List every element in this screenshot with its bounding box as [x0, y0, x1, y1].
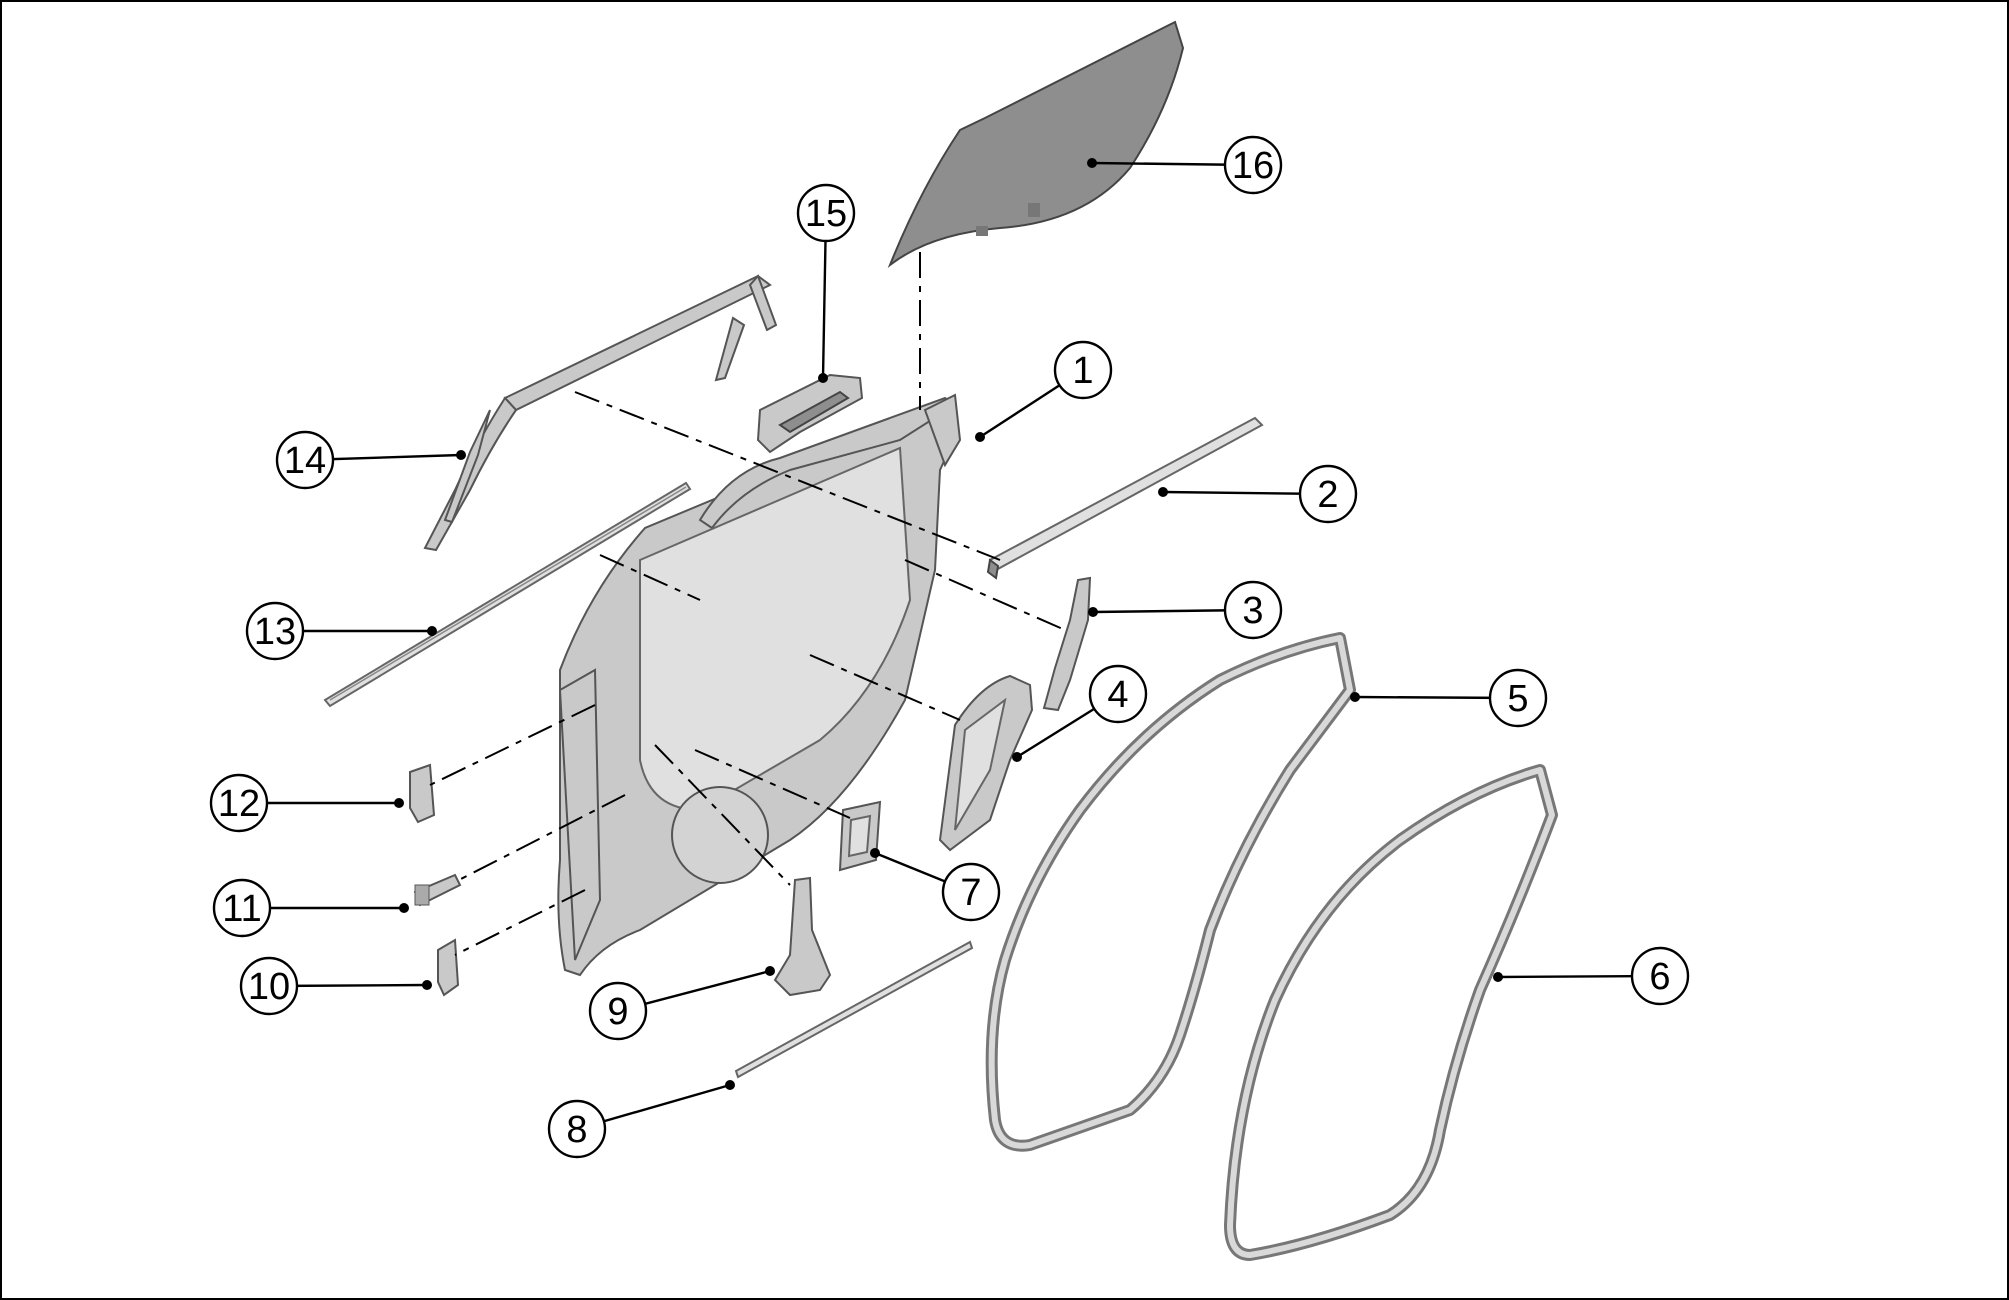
part-12-upper-hinge — [409, 763, 436, 824]
callout-13-label: 13 — [254, 611, 296, 653]
part-8-lower-strip — [734, 940, 974, 1079]
part-2-inner-belt-strip — [986, 416, 1264, 580]
callout-12-dot — [394, 798, 404, 808]
callout-15-dot — [818, 373, 828, 383]
callout-1-dot — [975, 432, 985, 442]
callout-4-label: 4 — [1107, 674, 1128, 716]
callout-16-dot — [1087, 158, 1097, 168]
callout-13: 13 — [245, 601, 437, 661]
callout-9-circle — [588, 981, 648, 1041]
callout-2: 2 — [1158, 464, 1358, 524]
callout-16-label: 16 — [1232, 145, 1274, 187]
callout-12-label: 12 — [218, 783, 260, 825]
callout-2-label: 2 — [1317, 474, 1338, 516]
callout-13-circle — [245, 601, 305, 661]
callout-11-label: 11 — [222, 888, 261, 930]
callout-1: 1 — [975, 340, 1113, 442]
part-1-door-shell — [557, 393, 962, 977]
callout-4: 4 — [1012, 664, 1148, 762]
callout-15: 15 — [796, 183, 856, 383]
callout-2-dot — [1158, 487, 1168, 497]
callout-14: 14 — [275, 430, 466, 490]
callout-6: 6 — [1493, 946, 1690, 1006]
callout-3-circle — [1223, 580, 1283, 640]
callout-3-label: 3 — [1242, 590, 1263, 632]
callout-5-label: 5 — [1507, 678, 1528, 720]
callout-15-label: 15 — [805, 193, 847, 235]
callout-1-circle — [1053, 340, 1113, 400]
part-7-access-plug — [838, 800, 882, 872]
callout-5: 5 — [1350, 668, 1548, 728]
callout-11-circle — [212, 878, 272, 938]
callout-9-label: 9 — [607, 991, 628, 1033]
callout-8-circle — [547, 1099, 607, 1159]
callout-5-circle — [1488, 668, 1548, 728]
callout-10-circle — [239, 956, 299, 1016]
part-3-rear-channel — [1042, 576, 1092, 712]
part-14-window-sash — [423, 274, 778, 552]
callout-16-circle — [1223, 135, 1283, 195]
part-4-water-shield — [938, 674, 1034, 852]
callout-8-dot — [725, 1080, 735, 1090]
callout-6-circle — [1630, 946, 1690, 1006]
callout-7-label: 7 — [960, 872, 981, 914]
callout-3-dot — [1088, 607, 1098, 617]
part-11-door-check — [413, 873, 462, 907]
callout-6-dot — [1493, 972, 1503, 982]
part-16-window-glass — [887, 20, 1185, 269]
callout-1-label: 1 — [1072, 350, 1093, 392]
callout-4-circle — [1088, 664, 1148, 724]
callout-14-label: 14 — [284, 440, 326, 482]
part-15-door-handle — [756, 373, 864, 454]
part-5-door-seal — [985, 632, 1356, 1152]
callout-9: 9 — [588, 966, 775, 1041]
callout-3: 3 — [1088, 580, 1283, 640]
part-9-lower-bracket — [773, 876, 832, 997]
part-10-lower-hinge — [437, 938, 460, 997]
callout-12-circle — [209, 773, 269, 833]
callout-7-circle — [941, 862, 1001, 922]
callout-14-circle — [275, 430, 335, 490]
callout-11: 11 — [212, 878, 409, 938]
callout-12: 12 — [209, 773, 404, 833]
callout-8-label: 8 — [566, 1109, 587, 1151]
callout-8: 8 — [547, 1080, 735, 1159]
assembly-lines — [429, 252, 1066, 956]
callout-10-dot — [422, 980, 432, 990]
callout-6-label: 6 — [1649, 956, 1670, 998]
part-13-belt-molding — [323, 481, 692, 708]
callout-7-dot — [870, 848, 880, 858]
callout-4-dot — [1012, 752, 1022, 762]
callout-15-circle — [796, 183, 856, 243]
callout-10-label: 10 — [248, 966, 290, 1008]
callout-11-dot — [399, 903, 409, 913]
callout-9-dot — [765, 966, 775, 976]
part-6-body-seal — [1224, 764, 1558, 1261]
callout-14-dot — [456, 450, 466, 460]
callout-16: 16 — [1087, 135, 1283, 195]
callout-10: 10 — [239, 956, 432, 1016]
callout-2-circle — [1298, 464, 1358, 524]
callout-5-dot — [1350, 692, 1360, 702]
callout-7: 7 — [870, 848, 1001, 922]
callout-13-dot — [427, 626, 437, 636]
